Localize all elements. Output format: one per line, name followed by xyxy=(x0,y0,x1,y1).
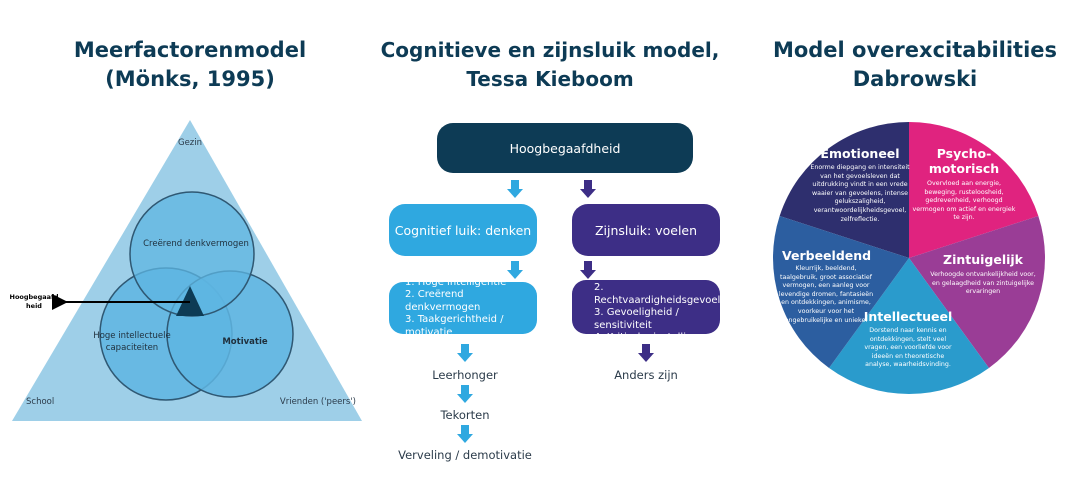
being-item: 4. Kritische instelling xyxy=(594,332,699,343)
pointer-label-2: heid xyxy=(26,302,42,310)
being-label: Zijnsluik: voelen xyxy=(594,222,698,238)
dabrowski-title: Model overexcitabilities Dabrowski xyxy=(760,36,1070,94)
arrow-down-icon xyxy=(507,180,523,198)
monks-title-line2: (Mönks, 1995) xyxy=(105,67,275,91)
segment-description: Kleurrijk, beeldend, taalgebruik, groot … xyxy=(778,265,874,324)
segment-description: Dorstend naar kennis en ontdekkingen, st… xyxy=(864,327,952,369)
segment-label-intellectueel: Intellectueel Dorstend naar kennis en on… xyxy=(858,309,958,370)
monks-title: Meerfactorenmodel (Mönks, 1995) xyxy=(20,36,360,94)
arrow-down-icon xyxy=(457,344,473,362)
being-list: 1. Perfectionisme 2. Rechtvaardigheidsge… xyxy=(572,270,721,343)
segment-title: Intellectueel xyxy=(863,309,953,324)
segment-label-psychomotorisch: Psycho-motorisch Overvloed aan energie, … xyxy=(912,146,1016,223)
cognitive-item: 3. Taakgerichtheid / motivatie xyxy=(405,314,504,338)
corner-label-bottom-left: School xyxy=(26,397,54,407)
corner-label-bottom-right: Vrienden ('peers') xyxy=(280,397,356,407)
cognitive-chain-step: Verveling / demotivatie xyxy=(398,448,532,462)
segment-label-emotioneel: Emotioneel Enorme diepgang en intensitei… xyxy=(810,146,910,224)
segment-title: Verbeeldend xyxy=(782,248,872,263)
arrow-down-icon xyxy=(580,261,596,279)
kieboom-title-line2: Tessa Kieboom xyxy=(466,67,634,91)
segment-label-verbeeldend: Verbeeldend Kleurrijk, beeldend, taalgeb… xyxy=(776,248,876,325)
arrow-down-icon xyxy=(457,425,473,443)
cognitive-item: 2. Creërend denkvermogen xyxy=(405,289,481,313)
being-box: Zijnsluik: voelen xyxy=(572,204,720,256)
arrow-down-icon xyxy=(638,344,654,362)
arrow-down-icon xyxy=(457,385,473,403)
segment-description: Overvloed aan energie, beweging, rustelo… xyxy=(912,180,1016,222)
kieboom-title: Cognitieve en zijnsluik model, Tessa Kie… xyxy=(380,36,720,94)
cognitive-label: Cognitief luik: denken xyxy=(394,222,532,238)
root-label: Hoogbegaafdheid xyxy=(509,140,621,156)
being-chain-step: Anders zijn xyxy=(614,368,678,382)
segment-description: Enorme diepgang en intensiteit van het g… xyxy=(810,164,910,223)
circle-label-left-1: Hoge intellectuele xyxy=(93,331,170,341)
segment-title: Emotioneel xyxy=(820,146,900,161)
circle-label-left-2: capaciteiten xyxy=(106,343,158,353)
segment-title: Zintuigelijk xyxy=(943,252,1023,267)
segment-label-zintuigelijk: Zintuigelijk Verhoogde ontvankelijkheid … xyxy=(928,252,1038,297)
arrow-down-icon xyxy=(580,180,596,198)
cognitive-item: 1. Hoge intelligentie xyxy=(405,276,507,288)
dabrowski-title-line2: Dabrowski xyxy=(852,67,978,91)
cognitive-chain-step: Tekorten xyxy=(440,408,490,422)
being-item: 2. Rechtvaardigheidsgevoel xyxy=(594,282,721,306)
segment-title: Psycho-motorisch xyxy=(928,146,1000,176)
cognitive-chain-step: Leerhonger xyxy=(432,368,498,382)
circle-label-right: Motivatie xyxy=(222,337,268,347)
corner-label-top: Gezin xyxy=(178,138,202,148)
root-box-giftedness: Hoogbegaafdheid xyxy=(437,123,693,173)
circle-label-top: Creërend denkvermogen xyxy=(143,239,249,249)
cognitive-list: 1. Hoge intelligentie 2. Creërend denkve… xyxy=(389,277,537,338)
kieboom-title-line1: Cognitieve en zijnsluik model, xyxy=(380,38,720,62)
monks-diagram: Gezin School Vrienden ('peers') Creërend… xyxy=(10,120,362,421)
dabrowski-title-line1: Model overexcitabilities xyxy=(772,38,1058,62)
being-item: 3. Gevoeligheid / sensitiviteit xyxy=(594,307,679,331)
being-item: 1. Perfectionisme xyxy=(594,269,681,281)
arrow-down-icon xyxy=(507,261,523,279)
cognitive-box: Cognitief luik: denken xyxy=(389,204,537,256)
pointer-label-1: Hoogbegaafd xyxy=(10,293,59,301)
segment-description: Verhoogde ontvankelijkheid voor, en gela… xyxy=(930,271,1036,296)
monks-title-line1: Meerfactorenmodel xyxy=(73,38,307,62)
